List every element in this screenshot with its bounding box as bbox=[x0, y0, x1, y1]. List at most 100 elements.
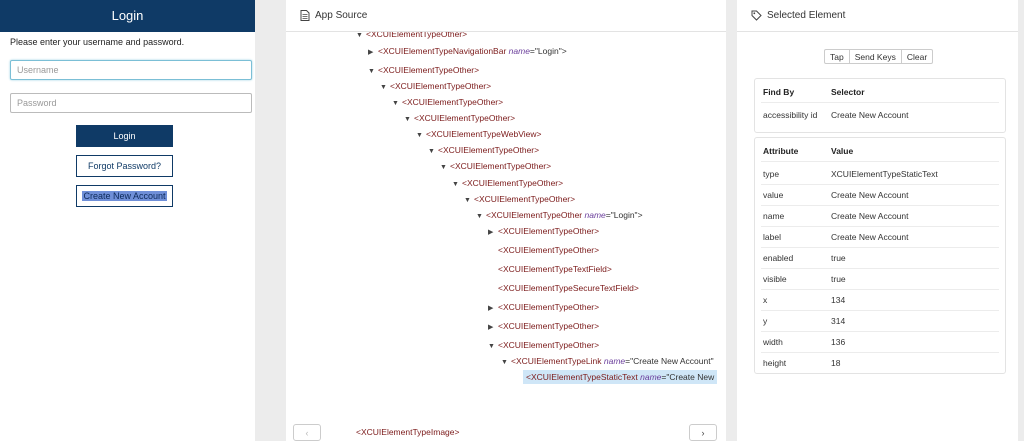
caret-down-icon[interactable]: ▼ bbox=[356, 32, 363, 39]
tree-node[interactable]: ▼<XCUIElementTypeLink name="Create New A… bbox=[501, 354, 714, 368]
tree-node[interactable]: ▼<XCUIElementTypeOther> bbox=[428, 143, 539, 157]
tree-node[interactable]: <XCUIElementTypeSecureTextField> bbox=[488, 281, 639, 295]
caret-right-icon[interactable]: ▶ bbox=[488, 229, 494, 236]
caret-down-icon[interactable]: ▼ bbox=[501, 359, 508, 366]
tree-node-attr-name: name bbox=[508, 46, 530, 56]
login-header: Login bbox=[0, 0, 255, 32]
send-keys-button[interactable]: Send Keys bbox=[848, 49, 902, 64]
tree-node[interactable]: ▼<XCUIElementTypeOther> bbox=[440, 159, 551, 173]
caret-down-icon[interactable]: ▼ bbox=[488, 343, 495, 350]
login-header-title: Login bbox=[111, 8, 144, 23]
tree-node-text: <XCUIElementTypeOther> bbox=[498, 321, 600, 331]
tree-node[interactable]: ▼<XCUIElementTypeOther> bbox=[464, 192, 575, 206]
tree-node-tag: <XCUIElementTypeOther> bbox=[414, 113, 515, 123]
attribute-value: Create New Account bbox=[831, 232, 909, 242]
attribute-value: true bbox=[831, 274, 846, 284]
attribute-value: true bbox=[831, 253, 846, 263]
caret-down-icon[interactable]: ▼ bbox=[476, 213, 483, 220]
login-button[interactable]: Login bbox=[76, 125, 173, 147]
tree-node[interactable]: ▶ <XCUIElementTypeOther> bbox=[488, 300, 599, 314]
find-by-table: Find By Selector accessibility id Create… bbox=[754, 78, 1006, 133]
password-input[interactable] bbox=[10, 93, 252, 113]
tree-node[interactable]: ▼<XCUIElementTypeOther> bbox=[380, 79, 491, 93]
tap-button[interactable]: Tap bbox=[824, 49, 850, 64]
file-icon bbox=[300, 10, 310, 21]
attribute-value: 134 bbox=[831, 295, 846, 305]
create-account-label: Create New Account bbox=[82, 191, 167, 201]
attribute-name: width bbox=[763, 337, 783, 347]
tree-node[interactable]: <XCUIElementTypeStaticText name="Create … bbox=[513, 370, 718, 384]
attribute-row: width 136 bbox=[755, 332, 1005, 353]
tree-node-text: <XCUIElementTypeSecureTextField> bbox=[498, 283, 639, 293]
tree-node[interactable]: ▼<XCUIElementTypeOther name="Login"> bbox=[476, 208, 643, 222]
attribute-value: 314 bbox=[831, 316, 846, 326]
attribute-name: label bbox=[763, 232, 781, 242]
tree-node-text: <XCUIElementTypeNavigationBar bbox=[378, 46, 507, 56]
tree-node[interactable]: ▶<XCUIElementTypeNavigationBar name="Log… bbox=[368, 44, 567, 58]
find-by-row[interactable]: accessibility id Create New Account bbox=[755, 105, 1005, 126]
caret-down-icon[interactable]: ▼ bbox=[416, 132, 423, 139]
tree-node[interactable]: ▼<XCUIElementTypeOther> bbox=[356, 32, 467, 41]
tree-node-tag: <XCUIElementTypeOther> bbox=[366, 32, 467, 39]
chevron-right-icon: › bbox=[701, 427, 705, 438]
attribute-value: Create New Account bbox=[831, 190, 909, 200]
login-button-label: Login bbox=[113, 131, 136, 141]
attribute-name: x bbox=[763, 295, 768, 305]
tree-node[interactable]: ▼<XCUIElementTypeWebView> bbox=[416, 127, 541, 141]
caret-right-icon[interactable]: ▶ bbox=[488, 305, 494, 312]
tree-node-tag: <XCUIElementTypeOther> bbox=[474, 194, 575, 204]
caret-down-icon[interactable]: ▼ bbox=[452, 181, 459, 188]
pager-prev-button[interactable]: ‹ bbox=[293, 424, 321, 441]
tree-node[interactable]: ▼<XCUIElementTypeOther> bbox=[488, 338, 599, 352]
attribute-name: height bbox=[763, 358, 787, 368]
tree-node[interactable]: ▶ <XCUIElementTypeOther> bbox=[488, 319, 599, 333]
forgot-password-button[interactable]: Forgot Password? bbox=[76, 155, 173, 177]
selector-column-header: Selector bbox=[831, 87, 865, 97]
tree-node-image[interactable]: <XCUIElementTypeImage> bbox=[356, 427, 460, 437]
create-account-button[interactable]: Create New Account bbox=[76, 185, 173, 207]
caret-down-icon[interactable]: ▼ bbox=[380, 84, 387, 91]
tree-node-text: <XCUIElementTypeOther> bbox=[498, 302, 600, 312]
caret-right-icon[interactable]: ▶ bbox=[488, 324, 494, 331]
caret-down-icon[interactable]: ▼ bbox=[440, 164, 447, 171]
tree-node-tag: <XCUIElementTypeOther> bbox=[378, 65, 479, 75]
tag-icon bbox=[751, 10, 762, 21]
caret-down-icon[interactable]: ▼ bbox=[428, 148, 435, 155]
pager-next-button[interactable]: › bbox=[689, 424, 717, 441]
tree-node-text: <XCUIElementTypeLink bbox=[511, 356, 602, 366]
tree-node-tag: <XCUIElementTypeLink name="Create New Ac… bbox=[511, 356, 714, 366]
chevron-left-icon: ‹ bbox=[305, 427, 309, 438]
attribute-row: value Create New Account bbox=[755, 185, 1005, 206]
tree-node[interactable]: ▼<XCUIElementTypeOther> bbox=[452, 176, 563, 190]
tree-node-attr-value: ="Create New bbox=[661, 372, 715, 382]
tree-node-tag: <XCUIElementTypeWebView> bbox=[426, 129, 541, 139]
caret-right-icon[interactable]: ▶ bbox=[368, 49, 374, 56]
attribute-value: 136 bbox=[831, 337, 846, 347]
caret-down-icon[interactable]: ▼ bbox=[392, 100, 399, 107]
caret-down-icon[interactable]: ▼ bbox=[464, 197, 471, 204]
tree-node-text: <XCUIElementTypeOther> bbox=[498, 245, 600, 255]
tree-node-text: <XCUIElementTypeOther> bbox=[390, 81, 492, 91]
caret-down-icon[interactable]: ▼ bbox=[404, 116, 411, 123]
action-button-group: Tap Send Keys Clear bbox=[824, 49, 934, 64]
tree-node-text: <XCUIElementTypeOther> bbox=[402, 97, 504, 107]
forgot-password-label: Forgot Password? bbox=[87, 161, 162, 171]
username-input[interactable] bbox=[10, 60, 252, 80]
clear-button[interactable]: Clear bbox=[900, 49, 934, 64]
tree-node[interactable]: <XCUIElementTypeTextField> bbox=[488, 262, 612, 276]
device-screenshot: Login Please enter your username and pas… bbox=[0, 0, 255, 441]
tree-node[interactable]: <XCUIElementTypeOther> bbox=[488, 243, 599, 257]
tree-node[interactable]: ▼<XCUIElementTypeOther> bbox=[368, 63, 479, 77]
caret-down-icon[interactable]: ▼ bbox=[368, 68, 375, 75]
tree-node[interactable]: ▶<XCUIElementTypeOther> bbox=[488, 224, 599, 238]
app-source-header: App Source bbox=[286, 0, 726, 32]
tree-node[interactable]: ▼<XCUIElementTypeOther> bbox=[392, 95, 503, 109]
tree-node-tag: <XCUIElementTypeOther> bbox=[402, 97, 503, 107]
tree-node[interactable]: ▼<XCUIElementTypeOther> bbox=[404, 111, 515, 125]
attribute-name: value bbox=[763, 190, 784, 200]
tree-node-text: <XCUIElementTypeOther> bbox=[438, 145, 540, 155]
